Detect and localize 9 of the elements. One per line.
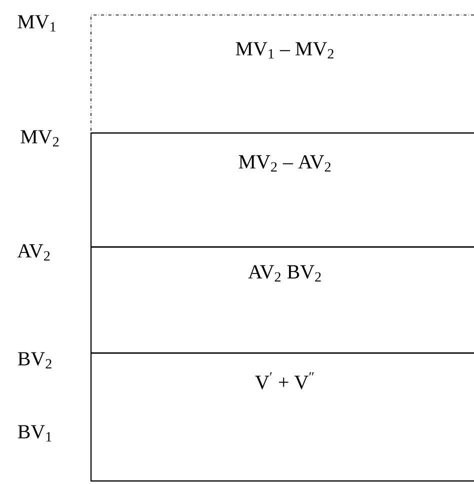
- band: MV$_{2}$ – AV$_{2}$: [90, 132, 474, 248]
- axis-label: MV$_{1}$: [18, 15, 56, 32]
- band: AV$_{2}$ BV$_{2}$: [90, 246, 474, 354]
- axis-label: BV$_{2}$: [18, 352, 52, 368]
- axis-label: BV$_{1}$: [18, 425, 52, 442]
- axis-label: MV$_{2}$: [20, 130, 59, 146]
- band: V$^{′}$ + V$^{″}$: [90, 352, 474, 482]
- band: MV$_{1}$ – MV$_{2}$: [90, 14, 474, 134]
- axis-label: AV$_{2}$: [17, 244, 50, 261]
